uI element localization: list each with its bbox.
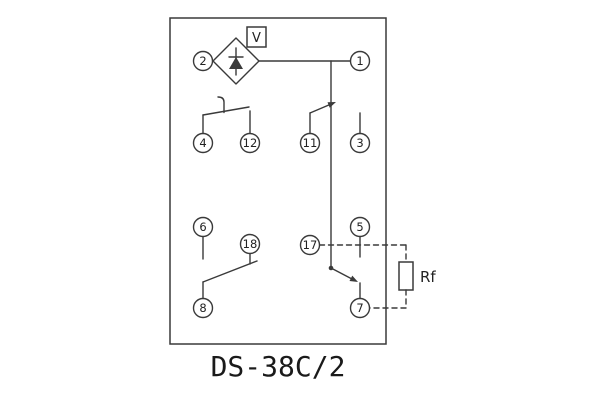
svg-text:18: 18 — [243, 237, 258, 251]
resistor-rf — [398, 261, 414, 291]
contact-17-7 — [328, 235, 361, 300]
contact-4-12 — [202, 96, 251, 135]
voltage-element: V — [246, 26, 267, 48]
bridge-diode-icon — [228, 47, 244, 76]
terminal-1: 1 — [349, 50, 371, 72]
voltage-element-label: V — [252, 31, 261, 46]
svg-text:3: 3 — [356, 136, 363, 150]
terminal-7: 7 — [349, 297, 371, 319]
terminal-5: 5 — [349, 216, 371, 238]
svg-text:2: 2 — [199, 54, 206, 68]
contact-8-18 — [202, 235, 258, 300]
contact-blade-17-7 — [330, 267, 353, 280]
svg-text:8: 8 — [199, 301, 206, 315]
relay-outline — [169, 17, 387, 345]
contact-arrow-icon — [349, 275, 358, 282]
svg-text:17: 17 — [303, 238, 318, 252]
external-resistor-circuit: Rf — [318, 244, 436, 309]
terminal-4: 4 — [192, 132, 214, 154]
terminal-8: 8 — [192, 297, 214, 319]
contact-arrow-icon — [327, 102, 336, 108]
bridge-diamond — [212, 37, 260, 85]
voltage-element-box — [246, 26, 267, 48]
contact-hook-icon — [217, 96, 225, 114]
terminal-18: 18 — [239, 233, 261, 255]
resistor-label: Rf — [420, 268, 436, 286]
svg-text:12: 12 — [243, 136, 258, 150]
contact-11-3 — [309, 102, 361, 135]
contact-blade-4-12 — [202, 106, 250, 116]
svg-text:11: 11 — [303, 136, 318, 150]
terminal-2: 2 — [192, 50, 214, 72]
terminal-17: 17 — [299, 234, 321, 256]
svg-text:4: 4 — [199, 136, 206, 150]
terminal-3: 3 — [349, 132, 371, 154]
terminal-6: 6 — [192, 216, 214, 238]
terminal-12: 12 — [239, 132, 261, 154]
svg-text:5: 5 — [356, 220, 363, 234]
contact-blade-11 — [309, 103, 331, 114]
terminal-11: 11 — [299, 132, 321, 154]
svg-text:1: 1 — [356, 54, 363, 68]
svg-text:6: 6 — [199, 220, 206, 234]
diagram-caption: DS-38C/2 — [211, 350, 346, 383]
rectifier-bridge — [212, 37, 260, 85]
svg-text:7: 7 — [356, 301, 363, 315]
contact-blade-8-18 — [202, 260, 258, 283]
